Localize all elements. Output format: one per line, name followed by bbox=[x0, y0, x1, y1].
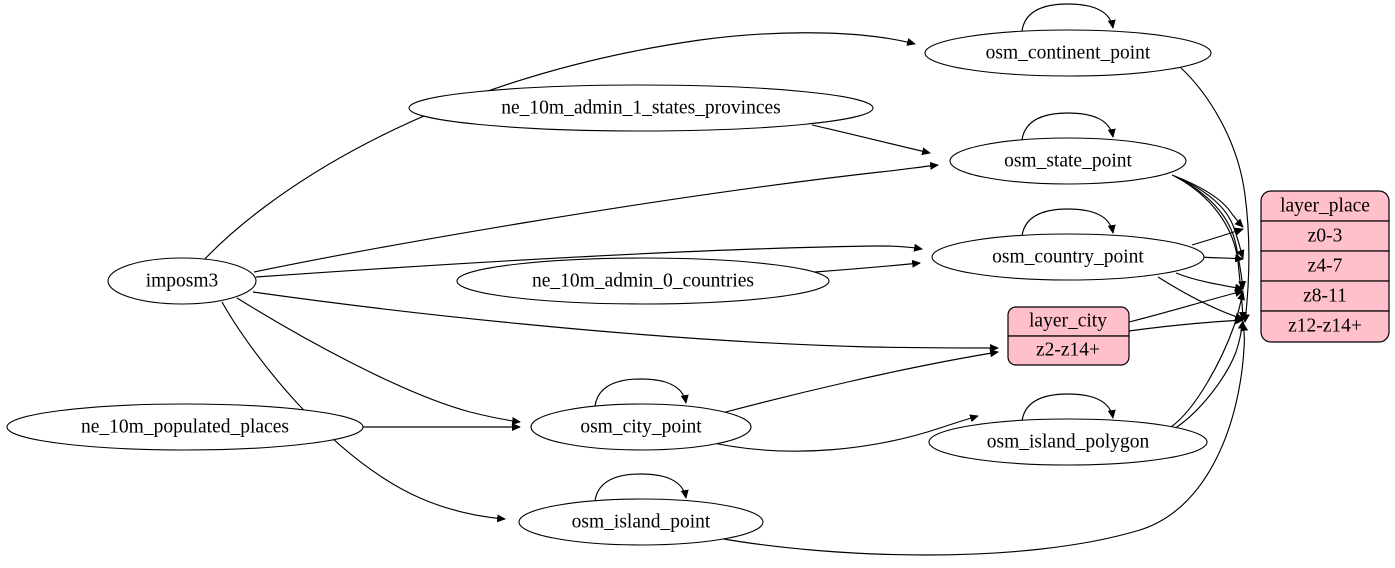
node-osm-city-point[interactable]: osm_city_point bbox=[530, 403, 752, 451]
node-osm-country-point[interactable]: osm_country_point bbox=[931, 233, 1205, 281]
layer-city-row-z2-cell[interactable] bbox=[1007, 335, 1130, 366]
edge-imposm3-to-osm-country-point bbox=[255, 246, 922, 278]
edge-imposm3-to-osm-continent-point bbox=[202, 32, 915, 262]
node-osm-continent-point[interactable]: osm_continent_point bbox=[924, 29, 1212, 77]
record-node-layer-place[interactable]: layer_place z0-3 z4-7 z8-11 z12-z14+ bbox=[1260, 190, 1390, 343]
edges-layer bbox=[202, 3, 1249, 556]
edge-osm-state-point-to-layer-place-z0 bbox=[1171, 174, 1243, 227]
edge-osm-continent-point-to-layer-place-z12 bbox=[1179, 66, 1249, 322]
node-osm-island-point[interactable]: osm_island_point bbox=[518, 498, 764, 546]
edge-imposm3-to-osm-island-point bbox=[221, 301, 505, 519]
edge-ne-countries-to-osm-country-point bbox=[814, 263, 920, 273]
node-ne-10m-admin-1-states-provinces[interactable]: ne_10m_admin_1_states_provinces bbox=[408, 84, 874, 132]
layer-place-row-z12-z14-cell[interactable] bbox=[1260, 310, 1390, 343]
edge-imposm3-to-osm-city-point bbox=[236, 297, 520, 422]
record-nodes-layer: layer_city z2-z14+ layer_place z0-3 z4-7… bbox=[1007, 190, 1390, 366]
layer-place-row-z8-11-cell[interactable] bbox=[1260, 280, 1390, 312]
layer-city-row-title-cell[interactable] bbox=[1007, 306, 1130, 337]
edge-osm-city-branch-to-osm-island-polygon bbox=[699, 416, 978, 452]
nodes-layer: imposm3 ne_10m_admin_1_states_provinces … bbox=[6, 29, 1212, 546]
edge-self-loop-osm-city-point bbox=[594, 378, 686, 407]
node-osm-island-polygon[interactable]: osm_island_polygon bbox=[928, 418, 1208, 466]
edge-layer-city-to-layer-place-z8 bbox=[1128, 291, 1243, 323]
layer-place-row-title-cell[interactable] bbox=[1260, 190, 1390, 222]
layer-place-row-z4-7-cell[interactable] bbox=[1260, 250, 1390, 282]
node-ne-10m-populated-places[interactable]: ne_10m_populated_places bbox=[6, 403, 364, 451]
edge-self-loop-osm-continent-point bbox=[1021, 3, 1113, 32]
record-node-layer-city[interactable]: layer_city z2-z14+ bbox=[1007, 306, 1130, 366]
edge-osm-state-point-to-layer-place-z8 bbox=[1175, 176, 1243, 289]
edge-osm-island-polygon-to-layer-place-z8 bbox=[1170, 292, 1243, 428]
node-ne-10m-admin-0-countries[interactable]: ne_10m_admin_0_countries bbox=[456, 257, 830, 305]
node-osm-state-point[interactable]: osm_state_point bbox=[949, 137, 1187, 185]
edge-osm-country-point-to-layer-place-z12 bbox=[1157, 276, 1243, 319]
edge-osm-country-point-to-layer-place-z4 bbox=[1199, 257, 1243, 259]
edge-imposm3-to-osm-state-point bbox=[253, 165, 938, 273]
edge-layer-city-to-layer-place-z12 bbox=[1128, 320, 1243, 332]
edge-self-loop-osm-country-point bbox=[1021, 208, 1113, 237]
edge-ne-states-to-osm-state-point bbox=[811, 124, 930, 153]
edge-osm-island-polygon-to-layer-place-z12 bbox=[1173, 321, 1243, 430]
node-imposm3[interactable]: imposm3 bbox=[107, 257, 257, 305]
edge-osm-country-point-to-layer-place-z8 bbox=[1175, 272, 1243, 289]
edge-osm-state-point-to-layer-place-z4 bbox=[1173, 175, 1243, 258]
edge-self-loop-osm-island-point bbox=[594, 473, 686, 502]
edge-self-loop-osm-state-point bbox=[1021, 112, 1113, 141]
layer-place-row-z0-3-cell[interactable] bbox=[1260, 220, 1390, 252]
edge-self-loop-osm-island-polygon bbox=[1021, 393, 1113, 422]
edge-osm-island-point-to-layer-place-z12 bbox=[717, 323, 1244, 556]
edge-osm-city-point-to-layer-city bbox=[721, 352, 998, 414]
edge-imposm3-to-layer-city bbox=[252, 291, 998, 348]
edge-osm-country-point-to-layer-place-z0 bbox=[1191, 229, 1243, 246]
